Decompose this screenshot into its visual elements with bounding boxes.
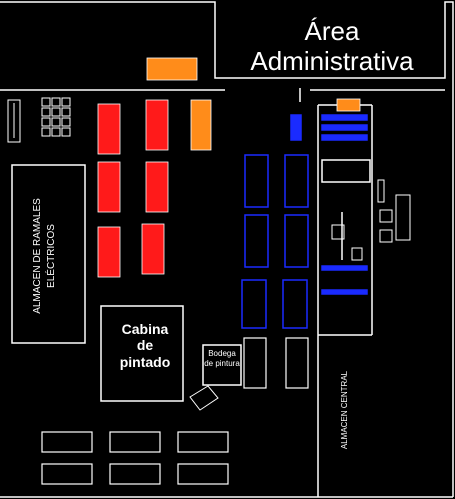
equipment-strip: [331, 179, 411, 261]
cellar-label-line2: de pintura: [204, 359, 240, 368]
red-machine: [97, 226, 121, 278]
cellar-label-line1: Bodega: [208, 349, 236, 358]
red-machine: [145, 99, 169, 151]
paint-booth: [100, 305, 184, 402]
office-box: [321, 159, 371, 183]
blue-rack: [321, 289, 368, 295]
orange-machine: [190, 99, 212, 151]
white-machine: [109, 463, 161, 485]
white-machine: [41, 463, 93, 485]
equipment-unit: [395, 194, 411, 241]
storage-label-line1: ALMACEN DE RAMALES: [32, 198, 43, 314]
storage-room: [11, 164, 86, 344]
white-machine: [285, 337, 309, 389]
admin-area-title-line1: Área: [305, 16, 360, 46]
equipment-unit: [377, 179, 385, 203]
red-machine: [145, 161, 169, 213]
red-machines: [97, 99, 169, 278]
booth-label-line1: Cabina: [122, 321, 169, 337]
white-machine: [177, 463, 229, 485]
booth-label-line2: de: [137, 337, 154, 353]
central-store-label: ALMACEN CENTRAL: [340, 370, 349, 449]
paint-cellar: [202, 344, 242, 386]
red-machine: [141, 223, 165, 275]
white-machine: [177, 431, 229, 453]
white-machines: [41, 337, 309, 485]
blue-rack: [244, 214, 269, 268]
white-machine: [243, 337, 267, 389]
orange-machines: [146, 57, 361, 151]
blue-rack: [321, 114, 368, 121]
equipment-unit: [379, 229, 393, 243]
blue-rack: [244, 154, 269, 208]
orange-machine: [146, 57, 198, 81]
blue-rack: [241, 279, 267, 329]
blue-rack: [284, 154, 309, 208]
blue-rack: [321, 124, 368, 131]
blue-rack: [284, 214, 309, 268]
white-machine: [41, 431, 93, 453]
blue-rack: [321, 134, 368, 141]
shelf-grid: [41, 97, 71, 137]
blue-rack: [282, 279, 308, 329]
orange-machine: [336, 98, 361, 112]
cellar-door: [189, 385, 219, 411]
red-machine: [97, 103, 121, 155]
admin-area-title-line2: Administrativa: [250, 46, 414, 76]
white-machine: [109, 431, 161, 453]
blue-racks: [241, 114, 368, 329]
storage-label-line2: ELÉCTRICOS: [44, 224, 57, 288]
red-machine: [97, 161, 121, 213]
wall-cabinet: [7, 99, 21, 143]
equipment-unit: [351, 247, 363, 261]
blue-rack: [321, 265, 368, 271]
equipment-unit: [379, 209, 393, 223]
equipment-unit: [331, 224, 345, 240]
booth-label-line3: pintado: [120, 354, 171, 370]
blue-rack: [290, 114, 302, 141]
